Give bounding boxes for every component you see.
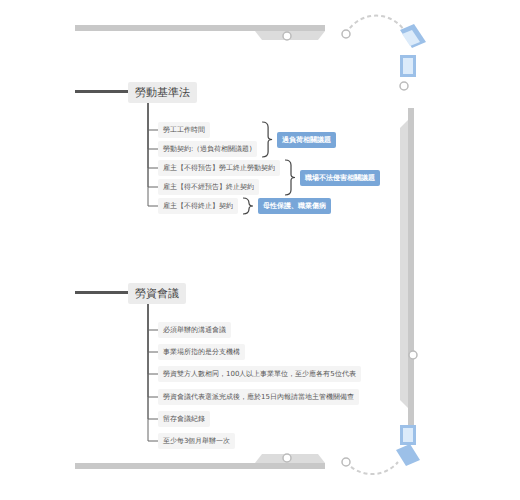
tag-label: 過負荷相關議題 (277, 132, 336, 148)
frame-bar (408, 108, 414, 428)
lead-line (75, 90, 128, 93)
node-text: 至少每3個月舉辦一次 (163, 436, 230, 446)
node-text: 雇主【不得預告】勞工終止勞動契約 (163, 163, 275, 173)
topic-box: 勞資會議 (128, 283, 186, 304)
node-text: 勞動契約:（過負荷相關議題) (163, 144, 252, 154)
tree-connector (148, 304, 158, 441)
tree-connector (148, 304, 158, 352)
tree-connector (148, 304, 158, 397)
frame-bar (75, 463, 325, 469)
item-box: 勞資雙方人數相同，100人以上事業單位，至少應各有5位代表 (158, 366, 361, 382)
item-box: 雇主【得不經預告】終止契約 (158, 179, 259, 195)
frame-dot (409, 351, 417, 359)
tree-connector (148, 103, 158, 149)
node-text: 雇主【得不經預告】終止契約 (163, 182, 254, 192)
node-text: 過負荷相關議題 (282, 135, 331, 145)
frame-icon (400, 24, 426, 48)
frame-dot (283, 454, 291, 462)
item-box: 雇主【不得預告】勞工終止勞動契約 (158, 160, 280, 176)
frame-arc (346, 16, 404, 34)
node-text: 雇主【不得終止】契約 (163, 201, 233, 211)
frame-arc (346, 462, 398, 474)
item-box: 勞動契約:（過負荷相關議題) (158, 141, 257, 157)
frame-dot (342, 458, 350, 466)
item-box: 事業場所指的是分支機構 (158, 344, 245, 360)
item-box: 留存會議紀錄 (158, 411, 210, 427)
node-text: 職場不法侵害相關議題 (305, 173, 375, 183)
item-box: 勞工工作時間 (158, 122, 210, 138)
node-text: 必須舉辦的溝通會議 (163, 325, 226, 335)
node-text: 勞資會議代表選派完成後，應於15日內報請當地主管機關備查 (163, 392, 354, 402)
frame-dot (283, 32, 291, 40)
node-text: 勞資雙方人數相同，100人以上事業單位，至少應各有5位代表 (163, 369, 356, 379)
node-text: 留存會議紀錄 (163, 414, 205, 424)
topic-box: 勞動基準法 (128, 82, 197, 103)
frame-icon (403, 428, 413, 442)
tree-connector (148, 103, 158, 130)
tag-label: 母性保護、職業傷病 (258, 198, 331, 214)
node-text: 勞動基準法 (135, 85, 190, 100)
item-box: 勞資會議代表選派完成後，應於15日內報請當地主管機關備查 (158, 389, 359, 405)
item-box: 雇主【不得終止】契約 (158, 198, 238, 214)
tree-connector (148, 304, 158, 419)
node-text: 勞資會議 (135, 286, 179, 301)
frame-icon (400, 425, 416, 445)
node-text: 事業場所指的是分支機構 (163, 347, 240, 357)
tree-connector (148, 304, 158, 330)
tree-connector (148, 103, 158, 168)
tag-label: 職場不法侵害相關議題 (300, 170, 380, 186)
frame-icon (396, 444, 420, 466)
tree-connector (148, 304, 158, 374)
curly-bracket (285, 160, 295, 195)
curly-bracket (262, 122, 272, 157)
item-box: 至少每3個月舉辦一次 (158, 433, 235, 449)
frame-dot (400, 82, 408, 90)
frame-icon (400, 55, 416, 77)
frame-tab (255, 31, 325, 40)
node-text: 勞工工作時間 (163, 125, 205, 135)
frame-tab (255, 454, 325, 463)
tree-connector (148, 103, 158, 206)
frame-icon (402, 30, 420, 46)
node-text: 母性保護、職業傷病 (263, 201, 326, 211)
curly-bracket (243, 198, 253, 214)
tree-connector (148, 103, 158, 187)
lead-line (75, 291, 128, 294)
frame-icon (403, 58, 413, 74)
frame-dot (342, 30, 350, 38)
frame-tab (400, 120, 408, 408)
item-box: 必須舉辦的溝通會議 (158, 322, 231, 338)
frame-bar (75, 25, 325, 31)
